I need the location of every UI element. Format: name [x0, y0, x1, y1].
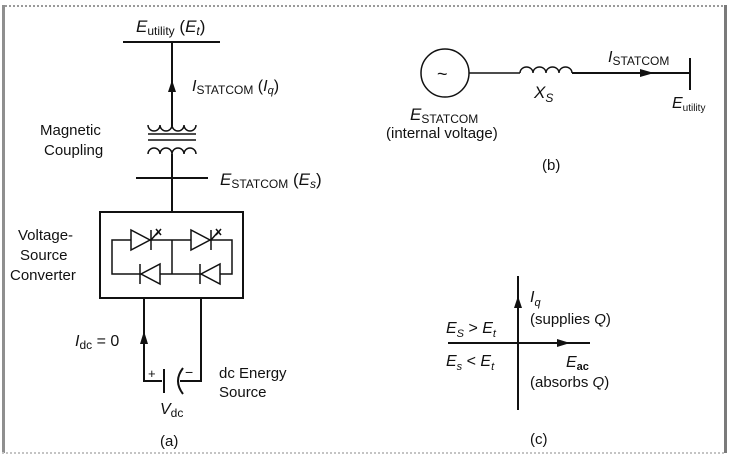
statcom-current-label-b: ISTATCOM — [608, 49, 669, 68]
frame-border-right — [724, 5, 727, 453]
converter-label: Voltage- Source Converter — [10, 227, 77, 284]
statcom-bus-label: ESTATCOM (Es) — [220, 170, 322, 191]
supplies-q-label: (supplies Q) — [530, 311, 611, 328]
plus-sign: + — [148, 366, 156, 381]
frame-border-left — [2, 5, 5, 453]
frame-border-top — [2, 5, 726, 7]
lower-condition-label: Es < Et — [446, 353, 495, 373]
absorbs-q-label: (absorbs Q) — [530, 374, 609, 391]
dc-current-arrow-icon — [140, 331, 148, 344]
capacitor-icon — [163, 367, 184, 395]
caption-a: (a) — [160, 433, 178, 450]
figure-c: Iq (supplies Q) ES > Et Es < Et Eac (abs… — [446, 276, 611, 448]
frame-border-bottom — [2, 452, 724, 454]
figure-a: Eutility (Et) ISTATCOM (Iq) Magnetic Cou… — [10, 17, 322, 450]
reactor-icon — [519, 66, 573, 74]
reactance-label: XS — [533, 83, 553, 105]
dc-energy-source-label: dc Energy Source — [219, 365, 291, 401]
current-arrow-icon — [168, 80, 176, 92]
utility-bus-label: Eutility (Et) — [136, 17, 205, 38]
x-axis-arrow-icon — [557, 339, 570, 347]
transformer-icon — [147, 124, 197, 155]
current-arrow-right-icon — [640, 69, 654, 77]
dc-circuit-wire — [143, 298, 202, 382]
magnetic-coupling-label: Magnetic Coupling — [40, 122, 105, 159]
vdc-label: Vdc — [160, 401, 183, 420]
minus-sign: − — [185, 364, 193, 380]
caption-b: (b) — [542, 157, 560, 174]
source-label: ESTATCOM — [410, 105, 478, 126]
y-axis-arrow-icon — [514, 296, 522, 308]
y-axis-label: Iq — [530, 289, 541, 309]
voltage-source-converter-box — [99, 211, 244, 299]
figure-b: ~ ESTATCOM (internal voltage) XS ISTATCO… — [386, 48, 705, 174]
upper-condition-label: ES > Et — [446, 320, 497, 340]
source-label-internal-voltage: (internal voltage) — [386, 125, 498, 142]
converter-switches-icon — [111, 228, 233, 286]
utility-bus-label-b: Eutility — [672, 95, 705, 114]
caption-c: (c) — [530, 431, 548, 448]
ac-source-symbol: ~ — [437, 64, 448, 84]
statcom-current-label: ISTATCOM (Iq) — [192, 78, 279, 97]
idc-label: Idc = 0 — [75, 333, 119, 352]
x-axis-label: Eac — [566, 354, 589, 373]
